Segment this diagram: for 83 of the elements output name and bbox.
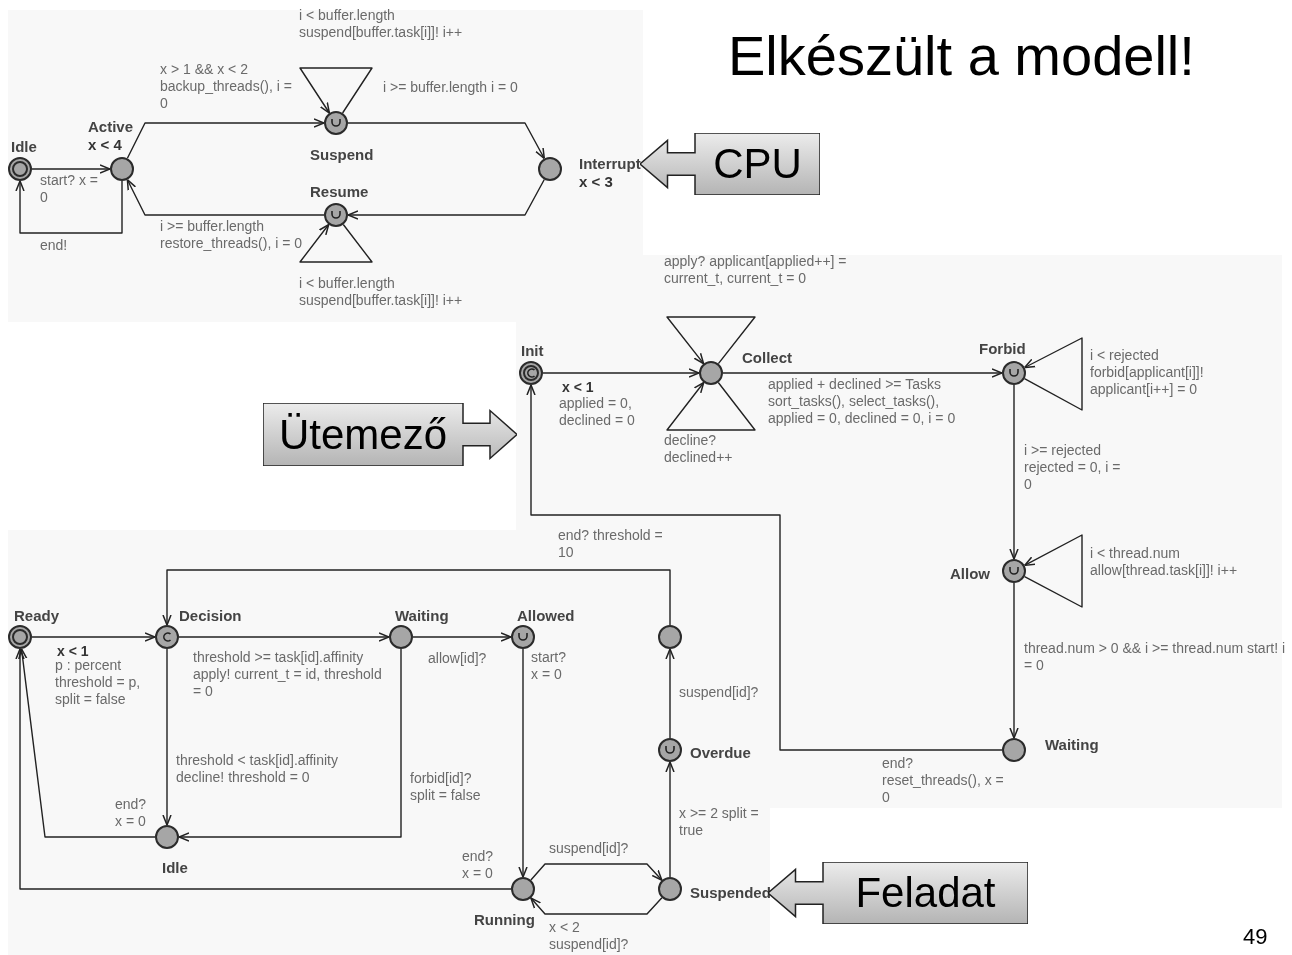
location-name: Interrupt [579, 155, 641, 173]
self-loop-arrow [299, 67, 373, 114]
invariant: x < 1 [57, 643, 89, 659]
edge-label: apply? applicant[applied++] = current_t, current_t = 0 [664, 253, 848, 287]
transition-arrow [412, 632, 512, 642]
edge-label: x < 2 suspend[id]? [549, 919, 630, 953]
transition-arrow [530, 863, 663, 881]
edge-label: end! [40, 237, 69, 254]
location-name: Idle [11, 138, 37, 156]
transition-arrow [162, 648, 172, 826]
location-name: Resume [310, 183, 369, 201]
location-name: Decision [179, 607, 242, 625]
transition-arrow [178, 648, 402, 842]
location-name: Init [521, 342, 544, 360]
location-name: Ready [14, 607, 60, 625]
edge-label: end? x = 0 [462, 848, 495, 882]
edge-label: x >= 2 split = true [679, 805, 759, 839]
edge-label: suspend[id]? [679, 684, 760, 701]
transition-arrow [178, 632, 390, 642]
invariant: x < 3 [579, 173, 614, 191]
location-name: Suspended [690, 884, 771, 902]
edge-label: i < thread.num allow[thread.task[i]]! i++ [1090, 545, 1239, 579]
page-number: 49 [1243, 924, 1268, 950]
callout-arrow [768, 862, 1028, 924]
location-name: Running [474, 911, 535, 929]
transition-arrow [1009, 582, 1019, 739]
location-name: Forbid [979, 340, 1026, 358]
self-loop-arrow [666, 316, 756, 365]
invariant: x < 1 [562, 379, 594, 395]
callout-arrow [640, 133, 820, 195]
slide-title: Elkészült a modell! [728, 23, 1195, 89]
location-name: Waiting [1045, 736, 1099, 754]
edge-label: i < buffer.length suspend[buffer.task[i]]! i++ [299, 275, 464, 309]
edge-label: i >= rejected rejected = 0, i = 0 [1024, 442, 1122, 493]
edge-label: p : percent threshold = p, split = false [55, 657, 142, 708]
transition-arrow [530, 897, 663, 915]
callout-text: Feladat [855, 872, 996, 914]
transition-arrow [18, 648, 156, 838]
transition-arrow [1009, 384, 1019, 560]
edge-label: start? x = 0 [531, 649, 567, 683]
edge-label: decline? declined++ [664, 432, 734, 466]
location-name: Allow [950, 565, 990, 583]
edge-label: start? x = 0 [40, 172, 99, 206]
transition-arrow [665, 761, 675, 878]
location-name: Collect [742, 349, 792, 367]
edge-label: threshold >= task[id].affinity apply! current_t = id, threshold = 0 [193, 649, 383, 700]
transition-arrow [526, 384, 1003, 751]
edge-label: i >= buffer.length i = 0 [383, 79, 518, 96]
location-name: Overdue [690, 744, 751, 762]
edge-label: applied = 0, declined = 0 [559, 395, 636, 429]
transition-arrow [347, 122, 546, 160]
edge-label: end? threshold = 10 [558, 527, 663, 561]
edge-label: i >= buffer.length restore_threads(), i = 0 [160, 218, 303, 252]
transition-arrow [15, 180, 123, 234]
transition-arrow [722, 368, 1003, 378]
edge-label: thread.num > 0 && i >= thread.num start! i = 0 [1024, 640, 1286, 674]
callout-text: Ütemező [278, 413, 448, 456]
edge-label: suspend[id]? [549, 840, 630, 857]
edge-label: i < rejected forbid[applicant[i]]! applicant[i++] = 0 [1090, 347, 1205, 398]
edge-label: i < buffer.length suspend[buffer.task[i]]! i++ [299, 7, 464, 41]
edge-label: threshold < task[id].affinity decline! threshold = 0 [176, 752, 339, 786]
transition-arrow [31, 164, 111, 174]
edge-label: applied + declined >= Tasks sort_tasks(), select_tasks(), applied = 0, declined = 0, i = 0 [768, 376, 957, 427]
transition-arrow [31, 632, 156, 642]
edge-label: x > 1 && x < 2 backup_threads(), i = 0 [160, 61, 293, 112]
location-name: Suspend [310, 146, 374, 164]
edge-label: allow[id]? [428, 650, 488, 667]
transition-arrow [15, 648, 512, 890]
edge-label: end? x = 0 [115, 796, 148, 830]
callout-arrow [263, 403, 517, 466]
transition-arrow [518, 648, 528, 878]
edge-label: forbid[id]? split = false [410, 770, 482, 804]
location-name: Waiting [395, 607, 449, 625]
transition-arrow [126, 118, 325, 159]
transition-arrow [665, 648, 675, 739]
location-name: Idle [162, 859, 188, 877]
transition-arrow [162, 569, 671, 626]
invariant: x < 4 [88, 136, 123, 154]
location-name: Allowed [517, 607, 575, 625]
edge-label: end? reset_threads(), x = 0 [882, 755, 1005, 806]
location-name: Active [88, 118, 134, 136]
callout-text: CPU [713, 143, 802, 185]
transition-arrow [542, 368, 700, 378]
